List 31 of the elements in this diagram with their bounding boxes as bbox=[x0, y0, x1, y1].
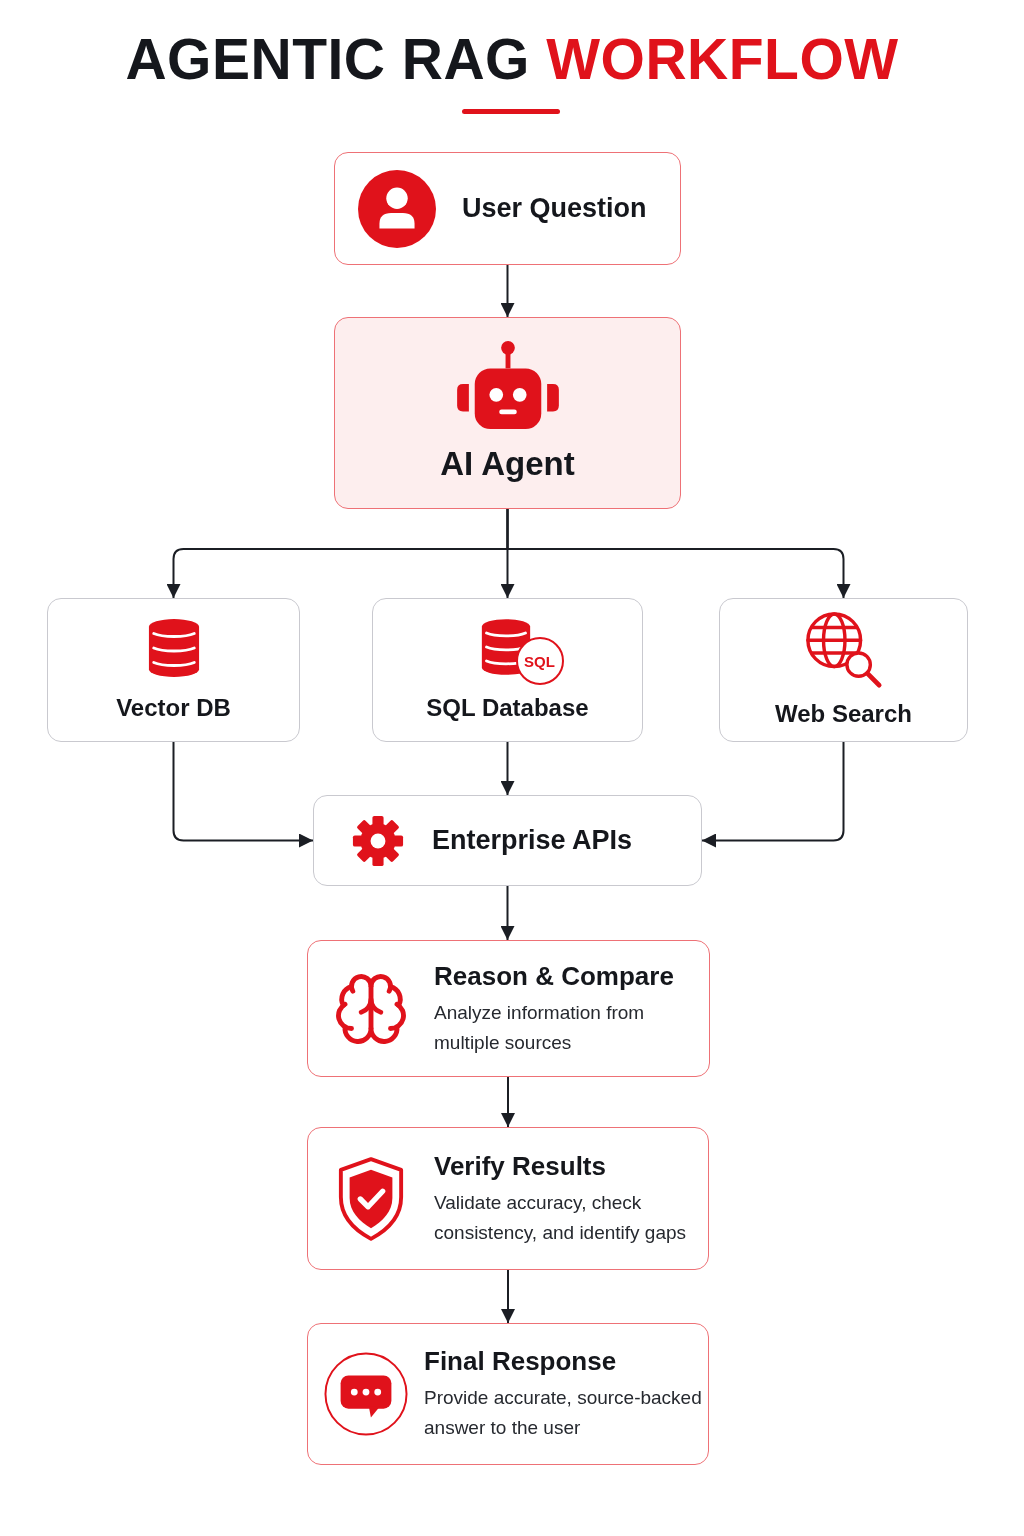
step-heading: Verify Results bbox=[434, 1149, 607, 1182]
step-card bbox=[307, 1323, 709, 1465]
step-heading: Final Response bbox=[424, 1345, 618, 1377]
node-label: AI Agent bbox=[440, 444, 575, 485]
step-description: Analyze information from multiple sources bbox=[434, 1000, 646, 1055]
node-label: User Question bbox=[462, 191, 647, 225]
step-heading: Reason & Compare bbox=[434, 959, 675, 992]
process-box bbox=[47, 598, 300, 742]
flow-arrow bbox=[500, 885, 515, 941]
node-label: Enterprise APIs bbox=[432, 823, 633, 857]
sql-badge: SQL bbox=[515, 637, 564, 685]
flow-arrow bbox=[500, 264, 515, 318]
title: AGENTIC RAG WORKFLOW bbox=[124, 26, 900, 92]
node-label: Web Search bbox=[775, 699, 912, 729]
flow-arrow bbox=[172, 741, 314, 848]
process-box bbox=[334, 152, 681, 265]
flow-arrow bbox=[501, 1269, 515, 1324]
process-box bbox=[719, 598, 968, 742]
step-card bbox=[307, 1127, 709, 1270]
node-label: Vector DB bbox=[116, 693, 231, 723]
step-card bbox=[307, 940, 710, 1077]
node-label: SQL Database bbox=[426, 693, 589, 723]
flow-arrow bbox=[506, 508, 851, 599]
process-box bbox=[313, 795, 702, 886]
process-box bbox=[372, 598, 643, 742]
flow-arrow bbox=[501, 1076, 515, 1128]
flow-arrow bbox=[701, 741, 845, 848]
flow-arrow bbox=[500, 741, 515, 796]
process-box bbox=[334, 317, 681, 509]
step-description: Validate accuracy, check consistency, and identify gaps bbox=[434, 1190, 688, 1245]
step-description: Provide accurate, source-backed answer to the user bbox=[424, 1386, 703, 1440]
